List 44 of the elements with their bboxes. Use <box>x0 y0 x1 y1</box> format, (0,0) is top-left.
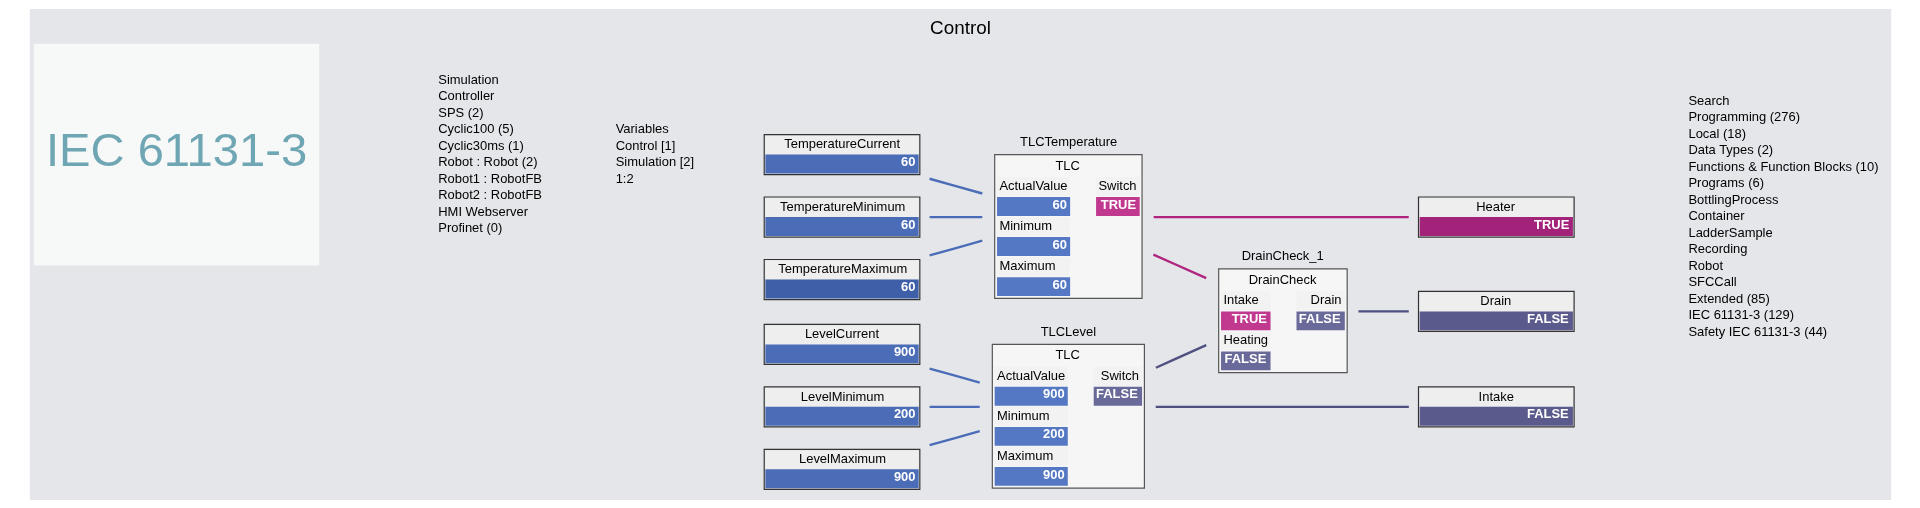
label: Programs (6) <box>1687 174 1764 190</box>
label: Controller <box>437 87 494 103</box>
label: Variables <box>615 120 669 136</box>
label: Simulation [2] <box>615 153 694 169</box>
connector <box>1154 343 1207 369</box>
label: Extended (85) <box>1687 290 1770 306</box>
connector <box>1155 405 1409 408</box>
label: Programming (276) <box>1687 108 1800 124</box>
connector <box>928 366 980 384</box>
label: BottlingProcess <box>1687 191 1778 207</box>
label: Cyclic30ms (1) <box>437 137 524 153</box>
connector <box>929 215 982 218</box>
connector <box>928 239 983 257</box>
label: Profinet (0) <box>437 219 502 235</box>
label: Simulation <box>437 71 499 87</box>
connector <box>929 405 980 408</box>
node-label: TLCTemperature <box>1019 133 1117 149</box>
label: Data Types (2) <box>1687 141 1773 157</box>
connector <box>928 177 983 195</box>
connector <box>1152 253 1207 279</box>
label: Robot <box>1687 257 1723 273</box>
label: LadderSample <box>1687 224 1773 240</box>
label: Recording <box>1687 240 1747 256</box>
label: Search <box>1687 92 1729 108</box>
label: Control [1] <box>615 137 675 153</box>
label: Robot : Robot (2) <box>437 153 538 169</box>
connector <box>1153 215 1409 218</box>
label: 1:2 <box>615 170 634 186</box>
label: Container <box>1687 207 1745 223</box>
connector <box>928 429 980 446</box>
label: Robot1 : RobotFB <box>437 170 542 186</box>
label: IEC 61131-3 (129) <box>1687 306 1794 322</box>
label: HMI Webserver <box>437 203 528 219</box>
label: Safety IEC 61131-3 (44) <box>1687 323 1827 339</box>
connector <box>1357 309 1409 313</box>
node-label: TLCLevel <box>1040 323 1096 339</box>
label: SPS (2) <box>437 104 484 120</box>
label: Local (18) <box>1687 125 1746 141</box>
diagram-title: Control <box>929 16 991 38</box>
label: Functions & Function Blocks (10) <box>1687 158 1879 174</box>
node-label: DrainCheck_1 <box>1241 247 1324 263</box>
label: Cyclic100 (5) <box>437 120 514 136</box>
label: Robot2 : RobotFB <box>437 186 542 202</box>
label: SFCCall <box>1687 273 1737 289</box>
